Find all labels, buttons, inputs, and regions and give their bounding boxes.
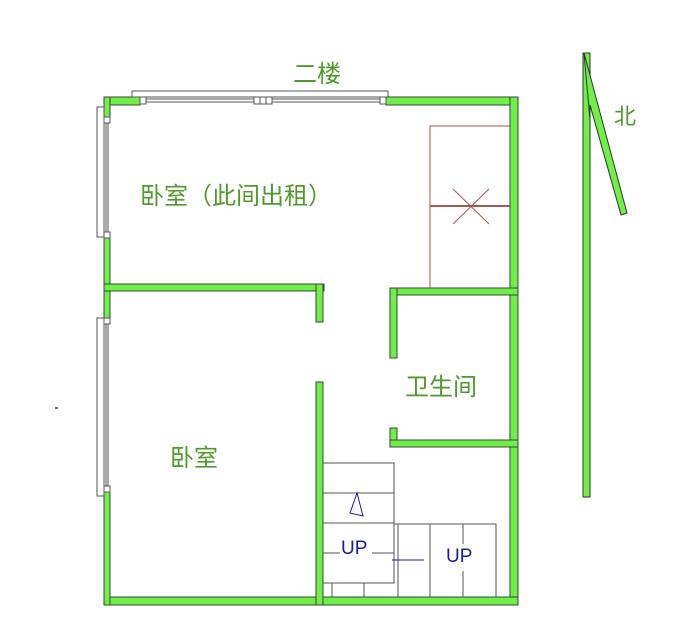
stair-up-label-1: UP	[341, 538, 368, 559]
room-label-bedroom: 卧室	[170, 444, 218, 472]
window-top	[131, 90, 389, 105]
stray-mark	[55, 407, 58, 409]
stair-up-label-2: UP	[446, 546, 473, 567]
room-label-bathroom: 卫生间	[405, 373, 477, 401]
interior-walls	[103, 283, 519, 606]
stairs	[323, 462, 497, 597]
room-label-bedroom-rental: 卧室（此间出租）	[140, 182, 332, 210]
floor-title: 二楼	[293, 60, 341, 88]
north-arrow-icon	[582, 52, 628, 498]
compass-label: 北	[614, 105, 637, 130]
closet-fixture	[429, 125, 510, 288]
outer-walls	[103, 96, 519, 606]
window-left	[96, 106, 111, 497]
